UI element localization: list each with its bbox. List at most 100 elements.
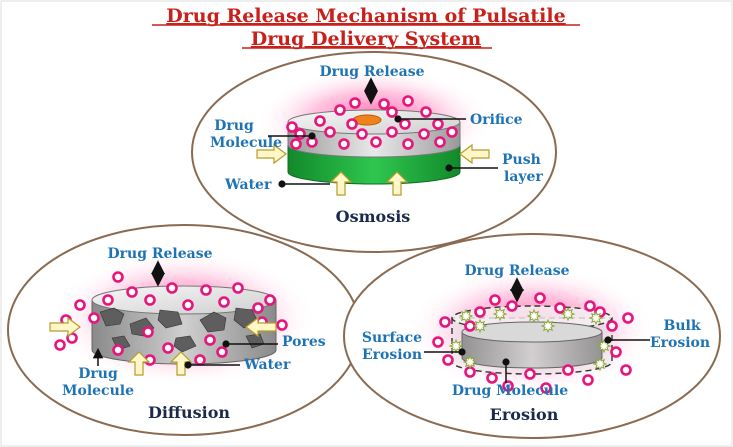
title-line-2: Drug Delivery System (251, 28, 481, 50)
drug-molecule (204, 334, 216, 346)
drug-molecule (562, 364, 574, 376)
erosion-burst (458, 308, 474, 324)
drug-molecule (402, 95, 414, 107)
drug-molecule (434, 136, 446, 148)
drug-molecule (102, 294, 114, 306)
drug-molecule (349, 97, 361, 109)
drug-molecule (252, 302, 264, 314)
drug-molecule (276, 319, 288, 331)
drug-molecule (112, 271, 124, 283)
drug-molecule (54, 339, 66, 351)
orifice-label: Orifice (470, 112, 523, 128)
erosion-burst (560, 306, 576, 322)
drug-molecule (216, 346, 228, 358)
drug-molecule (432, 336, 444, 348)
push-label: Push (502, 152, 541, 168)
erosion-burst (462, 354, 478, 370)
drug-molecule (126, 286, 138, 298)
drug-molecule (218, 296, 230, 308)
drug-molecule (142, 326, 154, 338)
erosion-burst (588, 310, 604, 326)
erosion-caption: Erosion (490, 405, 559, 424)
diffusion-drug-label: Drug (78, 366, 118, 382)
osmosis-molecule-label: Molecule (210, 135, 282, 151)
drug-molecule (582, 374, 594, 386)
drug-molecule (606, 320, 618, 332)
drug-molecule (486, 372, 498, 384)
layer-label: layer (504, 169, 543, 185)
drug-molecule (338, 138, 350, 150)
drug-molecule (144, 294, 156, 306)
drug-molecule (74, 299, 86, 311)
osmosis-drug-release-label: Drug Release (320, 64, 425, 80)
drug-molecule (162, 342, 174, 354)
pores-label: Pores (282, 334, 326, 350)
drug-molecule (370, 136, 382, 148)
drug-molecule (474, 306, 486, 318)
drug-molecule (442, 354, 454, 366)
water-arrow-up-2 (169, 351, 193, 376)
erosion-drug-molecule-label: Drug Molecule (452, 383, 568, 399)
drug-molecule (610, 346, 622, 358)
water-arrow-left (49, 316, 81, 338)
diffusion-water-label: Water (243, 357, 291, 373)
pore (173, 335, 197, 353)
erosion-burst (448, 338, 464, 354)
drug-molecule (446, 126, 458, 138)
drug-molecule (386, 106, 398, 118)
drug-molecule (418, 128, 430, 140)
diffusion-molecule-label: Molecule (62, 383, 134, 399)
diffusion-caption: Diffusion (148, 403, 230, 422)
drug-molecule (489, 294, 501, 306)
erosion-bursts (448, 306, 612, 372)
drug-molecule (402, 138, 414, 150)
osmosis-water-arrows (256, 143, 490, 196)
drug-molecule (264, 294, 276, 306)
water-arrow-up-1 (127, 351, 151, 376)
drug-molecule (334, 104, 346, 116)
diffusion-drug-release-label: Drug Release (108, 246, 213, 262)
osmosis-drug-label: Drug (214, 118, 254, 134)
drug-molecule (182, 299, 194, 311)
drug-molecule (194, 354, 206, 366)
bulk-erosion-label: Erosion (650, 335, 710, 351)
drug-molecule (420, 106, 432, 118)
erosion-burst (472, 318, 488, 334)
erosion-drug-molecules (432, 292, 634, 394)
erosion-core-top (461, 321, 603, 343)
erosion-burst (492, 306, 508, 322)
drug-molecule (286, 121, 298, 133)
drug-molecule (378, 98, 390, 110)
drug-molecule (584, 300, 596, 312)
osmosis-caption: Osmosis (336, 207, 411, 226)
drug-molecule (166, 282, 178, 294)
erosion-burst (592, 356, 608, 372)
drug-molecule (622, 312, 634, 324)
osmosis-drug-molecules (286, 95, 458, 150)
drug-molecule (324, 126, 336, 138)
drug-molecule (540, 382, 552, 394)
diffusion-water-arrows (49, 316, 277, 376)
water-arrow-up-2 (385, 171, 409, 196)
drug-molecule (439, 316, 451, 328)
pore (199, 311, 227, 333)
pore (157, 309, 183, 329)
drug-molecule (534, 292, 546, 304)
osmosis-water-label: Water (224, 177, 272, 193)
diffusion-cylinder-top (91, 285, 277, 315)
drug-molecule (620, 364, 632, 376)
title-line-1: Drug Release Mechanism of Pulsatile (166, 5, 565, 27)
drug-molecule (314, 115, 326, 127)
surface-label: Surface (362, 330, 422, 346)
drug-molecule (88, 312, 100, 324)
drug-molecule (506, 300, 518, 312)
drug-molecule (399, 118, 411, 130)
water-arrow-right (459, 143, 490, 165)
drug-molecule (112, 344, 124, 356)
drug-molecule (524, 368, 536, 380)
drug-molecule (306, 136, 318, 148)
drug-molecule (346, 118, 358, 130)
erosion-burst (540, 318, 556, 334)
